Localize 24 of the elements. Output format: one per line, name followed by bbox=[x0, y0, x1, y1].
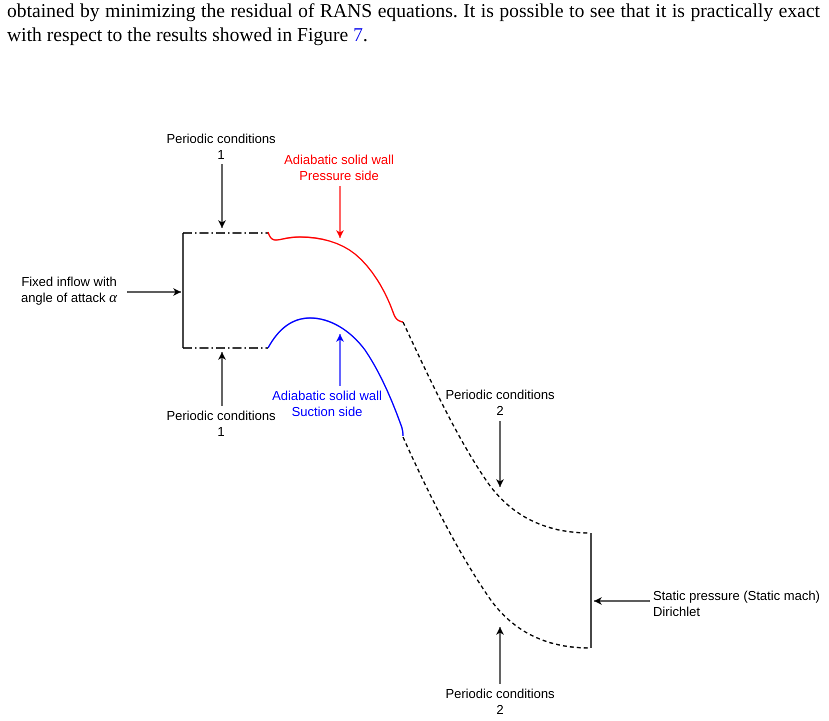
dashed-boundary-curve bbox=[402, 322, 590, 534]
inlet-line bbox=[182, 233, 184, 348]
leader-arrow bbox=[496, 627, 504, 684]
leader-arrow bbox=[336, 334, 344, 386]
leader-arrow bbox=[594, 597, 650, 605]
leader-arrow bbox=[127, 288, 181, 296]
leader-arrow bbox=[218, 352, 226, 406]
boundary-condition-label: Periodic conditions 2 bbox=[443, 686, 557, 718]
dashed-boundary-curve bbox=[402, 436, 590, 649]
boundary-condition-label: Fixed inflow with angle of attack α bbox=[17, 274, 121, 306]
boundary-condition-label: Periodic conditions 2 bbox=[443, 387, 557, 419]
wall-curve bbox=[267, 232, 404, 323]
figure-link: 7 bbox=[353, 24, 363, 46]
body-text-paragraph: obtained by minimizing the residual of RANS equations. It is possible to see that it is practically exact with respect to the results showed in Figure 7. bbox=[7, 0, 820, 48]
leader-arrow bbox=[218, 164, 226, 228]
leader-arrow bbox=[336, 186, 344, 238]
boundary-condition-label: Static pressure (Static mach) Dirichlet bbox=[653, 588, 829, 620]
boundary-condition-label: Periodic conditions 1 bbox=[164, 131, 278, 163]
dash-dot-boundary-line bbox=[183, 232, 268, 234]
boundary-condition-label: Periodic conditions 1 bbox=[164, 408, 278, 440]
outlet-line bbox=[590, 533, 592, 648]
dash-dot-boundary-line bbox=[183, 347, 268, 349]
boundary-condition-label: Adiabatic solid wall Pressure side bbox=[281, 152, 397, 184]
leader-arrow bbox=[496, 421, 504, 487]
